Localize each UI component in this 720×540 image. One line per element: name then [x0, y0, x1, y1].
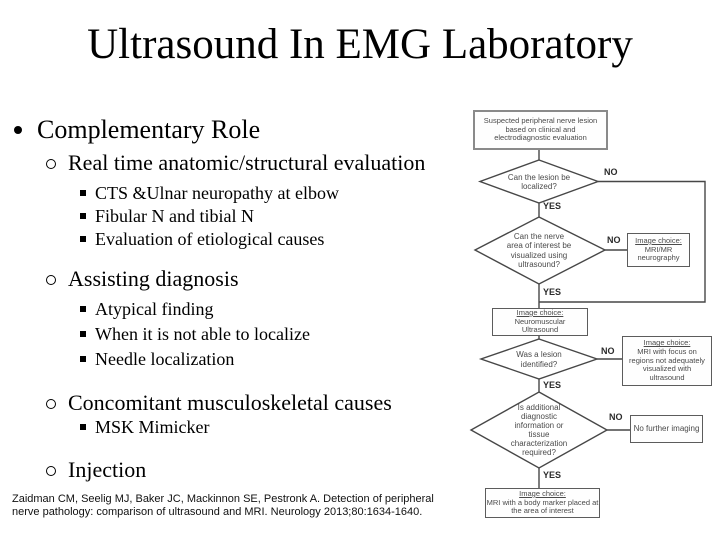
flow-box-body: MRI with focus on regions not adequately… — [629, 346, 705, 383]
flow-box-body: MRI/MR neurography — [637, 244, 680, 263]
flow-box-mri-neurography: Image choice: MRI/MR neurography — [627, 233, 690, 267]
bullet-l3-text: Evaluation of etiological causes — [95, 229, 325, 249]
bullet-l3-etiological: Evaluation of etiological causes — [80, 229, 324, 251]
bullet-square-icon — [80, 190, 86, 196]
no-label-3: NO — [601, 346, 615, 356]
decision-additional-info-text: Is additional diagnostic information or … — [510, 402, 568, 458]
slide-title: Ultrasound In EMG Laboratory — [87, 21, 633, 68]
bullet-l3-needle: Needle localization — [80, 349, 234, 371]
bullet-l3-not-able-localize: When it is not able to localize — [80, 324, 310, 346]
yes-label-4: YES — [543, 470, 562, 480]
flow-box-neuromuscular-ultrasound: Image choice: Neuromuscular Ultrasound — [492, 308, 588, 336]
flow-box-mri-focus: Image choice: MRI with focus on regions … — [622, 336, 712, 386]
bullet-square-icon — [80, 356, 86, 362]
decision-visualize-text: Can the nerve area of interest be visual… — [506, 232, 572, 269]
bullet-l3-text: CTS &Ulnar neuropathy at elbow — [95, 183, 339, 203]
bullet-l3-msk: MSK Mimicker — [80, 417, 210, 439]
bullet-l3-text: MSK Mimicker — [95, 417, 210, 437]
flow-box-mri-body-marker: Image choice: MRI with a body marker pla… — [485, 488, 600, 518]
yes-label-3: YES — [543, 380, 562, 390]
no-label-2: NO — [607, 235, 621, 245]
bullet-l2-injection: Injection — [46, 457, 146, 482]
bullet-square-icon — [80, 236, 86, 242]
bullet-l3-text: When it is not able to localize — [95, 324, 310, 344]
bullet-circle-icon — [46, 275, 56, 285]
bullet-circle-icon — [46, 159, 56, 169]
bullet-square-icon — [80, 306, 86, 312]
bullet-disc-icon — [14, 126, 22, 134]
decision-lesion-identified-text: Was a lesion identified? — [516, 350, 562, 369]
bullet-l2-text: Assisting diagnosis — [68, 266, 239, 291]
bullet-l2-realtime: Real time anatomic/structural evaluation — [46, 150, 425, 175]
bullet-circle-icon — [46, 399, 56, 409]
bullet-l3-cts: CTS &Ulnar neuropathy at elbow — [80, 183, 339, 205]
no-label-1: NO — [604, 167, 618, 177]
bullet-l1-text: Complementary Role — [37, 115, 261, 144]
bullet-l2-concomitant: Concomitant musculoskeletal causes — [46, 390, 392, 415]
flow-box-no-further-imaging: No further imaging — [630, 415, 703, 443]
image-choice-label: Image choice: — [519, 488, 566, 498]
yes-label-2: YES — [543, 287, 562, 297]
bullet-l3-fibular: Fibular N and tibial N — [80, 206, 254, 228]
flow-start-box: Suspected peripheral nerve lesion based … — [473, 110, 608, 150]
bullet-l1-complementary-role: Complementary Role — [14, 115, 260, 145]
bullet-l2-text: Real time anatomic/structural evaluation — [68, 150, 426, 175]
bullet-l3-atypical: Atypical finding — [80, 299, 213, 321]
bullet-l2-assisting: Assisting diagnosis — [46, 266, 239, 291]
flow-start-text: Suspected peripheral nerve lesion based … — [483, 115, 598, 143]
bullet-l3-text: Fibular N and tibial N — [95, 206, 254, 226]
bullet-l2-text: Injection — [68, 457, 147, 482]
no-label-4: NO — [609, 412, 623, 422]
bullet-square-icon — [80, 213, 86, 219]
bullet-l2-text: Concomitant musculoskeletal causes — [68, 390, 392, 415]
flow-box-body: No further imaging — [633, 424, 700, 434]
bullet-l3-text: Needle localization — [95, 349, 235, 369]
bullet-circle-icon — [46, 466, 56, 476]
image-choice-label: Image choice: — [516, 307, 564, 317]
image-choice-label: Image choice: — [643, 338, 691, 348]
image-choice-label: Image choice: — [635, 235, 682, 245]
bullet-square-icon — [80, 424, 86, 430]
decision-localize-text: Can the lesion be localized? — [507, 172, 571, 191]
flow-box-body: MRI with a body marker placed at the are… — [486, 497, 599, 516]
yes-label-1: YES — [543, 201, 562, 211]
citation-text: Zaidman CM, Seelig MJ, Baker JC, Mackinn… — [12, 493, 434, 519]
bullet-square-icon — [80, 331, 86, 337]
flow-box-body: Neuromuscular Ultrasound — [514, 316, 566, 335]
bullet-l3-text: Atypical finding — [95, 299, 214, 319]
